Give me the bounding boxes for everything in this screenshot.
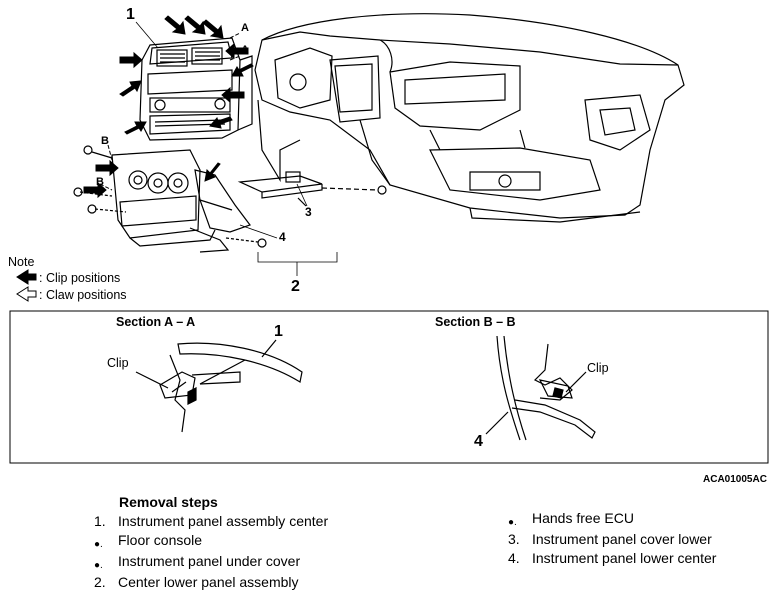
ecu-bracket-drawing xyxy=(237,171,387,207)
claw-arrow-icon xyxy=(16,286,37,302)
note-title: Note xyxy=(8,255,35,269)
step-text: Instrument panel cover lower xyxy=(532,531,712,547)
section-box xyxy=(9,310,769,464)
center-panel-drawing xyxy=(139,37,253,141)
removal-step: ●. Instrument panel under cover xyxy=(94,553,301,571)
removal-step: ●. Floor console xyxy=(94,532,203,550)
section-bb-title: Section B – B xyxy=(435,315,516,329)
step-marker: ●. xyxy=(508,517,517,528)
section-bb-clip-label: Clip xyxy=(587,361,609,375)
step-text: Floor console xyxy=(118,532,203,548)
clip-position-arrows xyxy=(83,15,254,199)
step-marker: 4. xyxy=(508,550,520,566)
section-aa-callout: 1 xyxy=(274,323,283,340)
step-marker: 1. xyxy=(94,513,106,529)
removal-step: 4. Instrument panel lower center xyxy=(508,550,716,566)
step-marker: 3. xyxy=(508,531,520,547)
callout-1: 1 xyxy=(126,6,135,23)
section-bb-callout: 4 xyxy=(474,433,483,450)
dashboard-drawing xyxy=(254,13,685,223)
step-marker: ●. xyxy=(94,560,103,571)
step-marker: 2. xyxy=(94,574,106,590)
step-text: Center lower panel assembly xyxy=(118,574,299,590)
removal-step: 1. Instrument panel assembly center xyxy=(94,513,328,529)
note-clip-positions: : Clip positions xyxy=(39,271,121,285)
section-aa-drawing xyxy=(135,339,303,433)
note-legend-icons xyxy=(16,269,37,302)
clip-arrow-icon xyxy=(16,269,37,285)
step-text: Instrument panel lower center xyxy=(532,550,717,566)
step-text: Hands free ECU xyxy=(532,510,634,526)
removal-steps-title: Removal steps xyxy=(119,494,218,510)
step-text: Instrument panel assembly center xyxy=(118,513,329,529)
section-letter-b-top: B xyxy=(101,135,109,147)
section-bb-drawing xyxy=(485,335,596,441)
note-claw-positions: : Claw positions xyxy=(39,288,127,302)
removal-step: 2. Center lower panel assembly xyxy=(94,574,299,590)
removal-step: ●. Hands free ECU xyxy=(508,510,634,528)
callout-4: 4 xyxy=(279,230,286,244)
section-letter-b-bottom: B xyxy=(96,176,104,188)
callout-2: 2 xyxy=(291,278,300,295)
step-text: Instrument panel under cover xyxy=(118,553,301,569)
callout-3: 3 xyxy=(305,205,312,219)
lower-panel-drawing xyxy=(73,145,267,253)
section-letter-a-bottom: A xyxy=(241,44,249,56)
removal-step: 3. Instrument panel cover lower xyxy=(508,531,712,547)
section-aa-title: Section A – A xyxy=(116,315,196,329)
figure-code: ACA01005AC xyxy=(703,474,767,485)
section-aa-clip-label: Clip xyxy=(107,356,129,370)
section-letter-a-top: A xyxy=(241,22,249,34)
step-marker: ●. xyxy=(94,539,103,550)
callout-leaders xyxy=(135,21,338,276)
